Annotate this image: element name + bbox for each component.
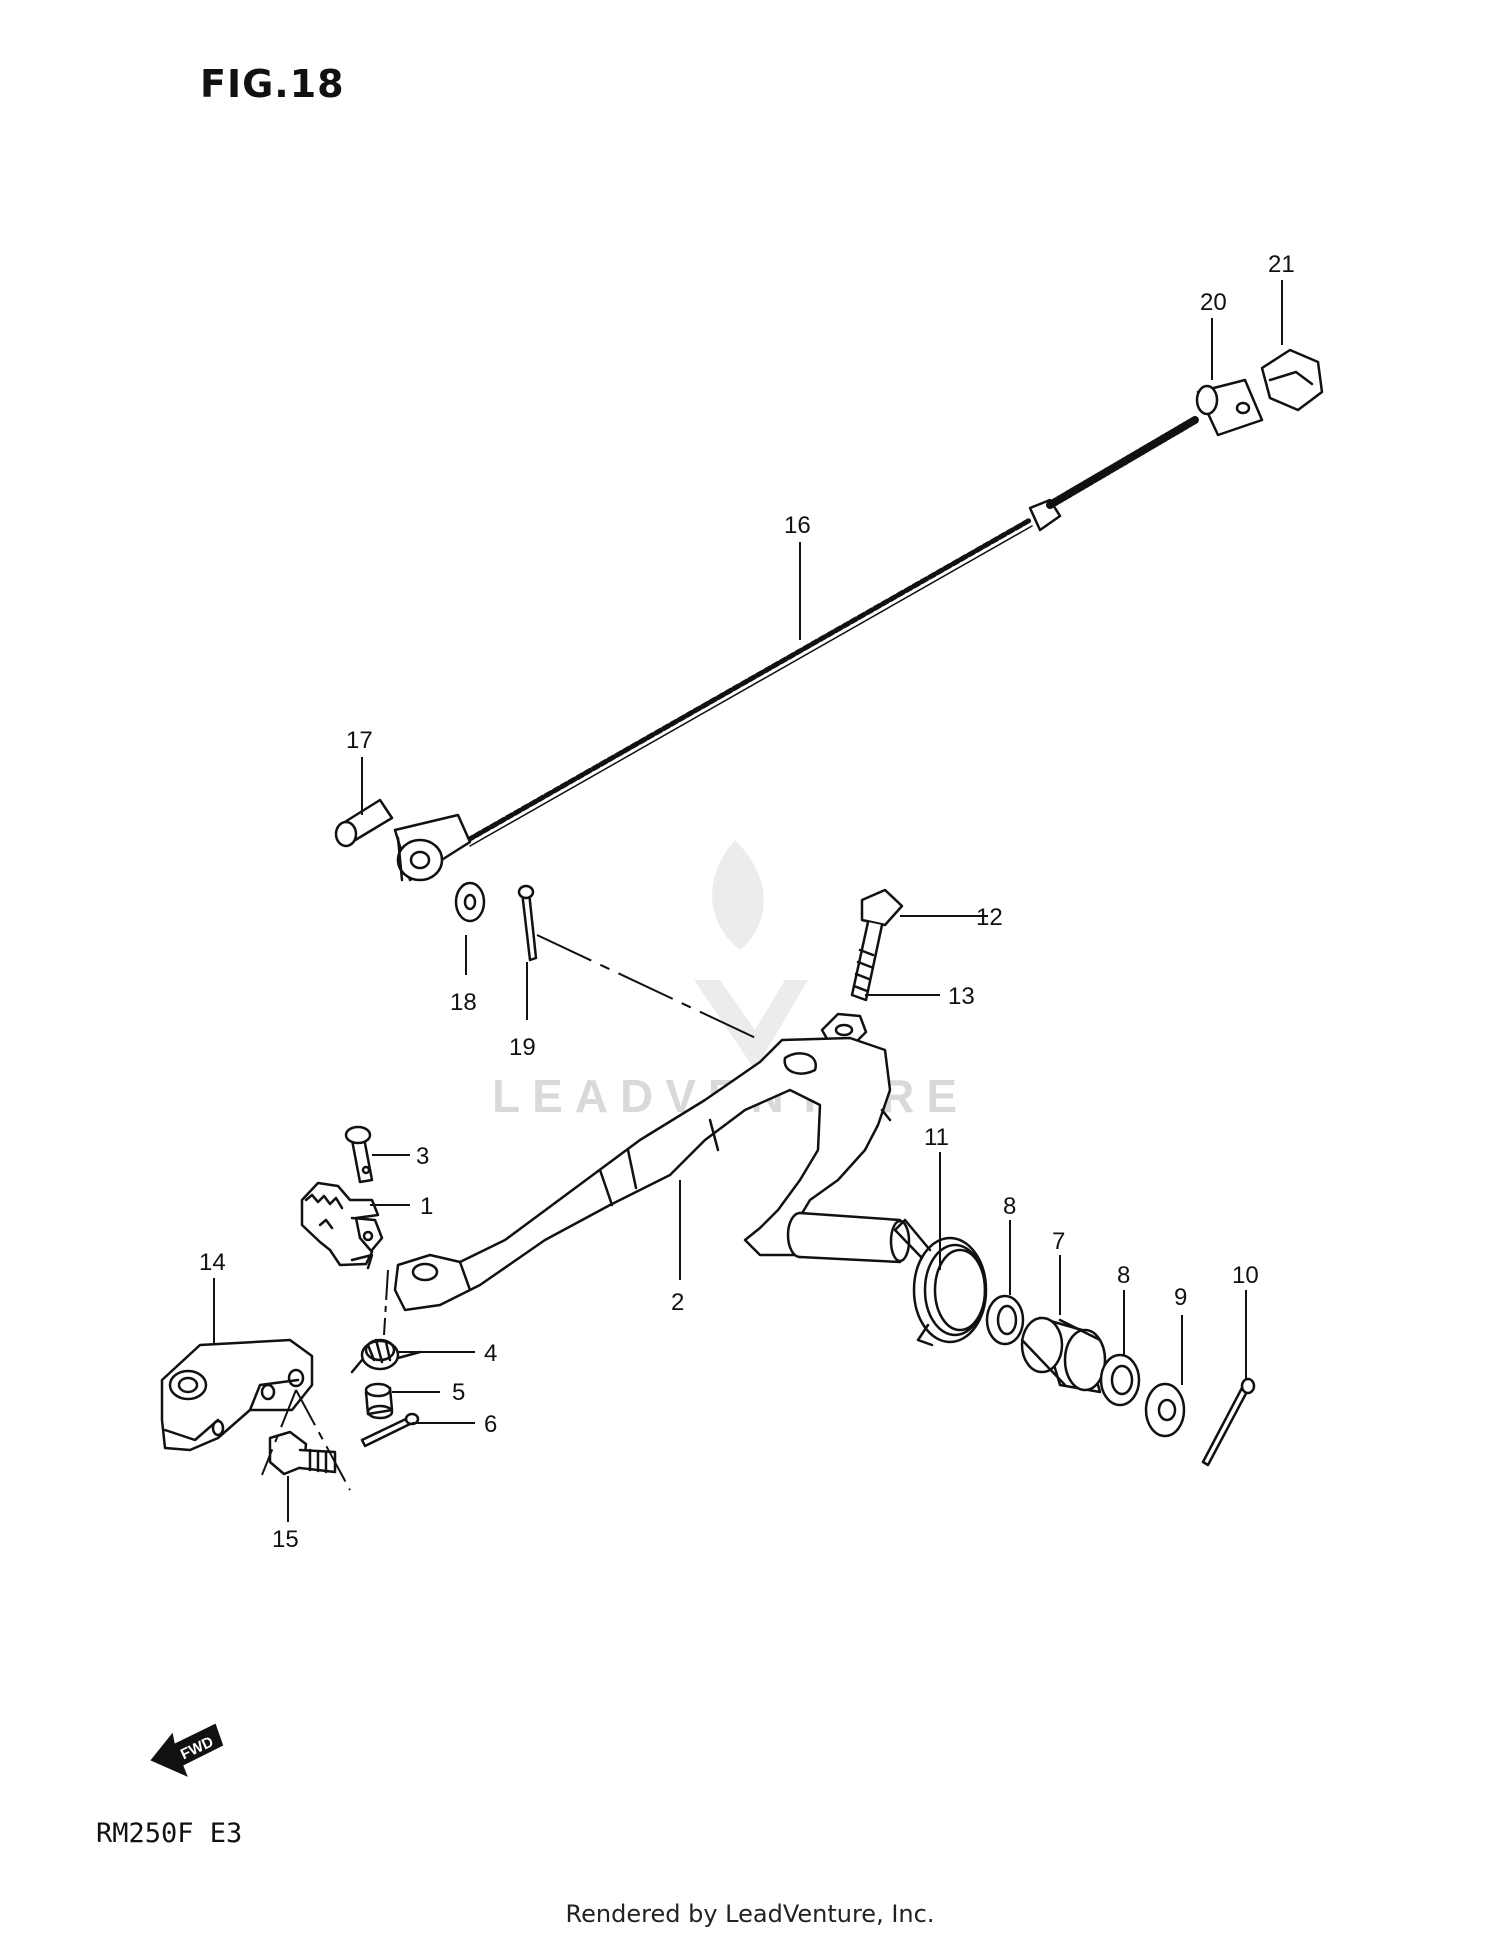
- part-5-collar[interactable]: [364, 1382, 394, 1420]
- part-20-joint[interactable]: [1195, 378, 1264, 437]
- fwd-arrow-icon: FWD: [150, 1723, 224, 1777]
- part-16-brake-rod-cable[interactable]: [465, 416, 1199, 847]
- callout-19: 19: [509, 1034, 536, 1061]
- callout-16: 16: [784, 512, 811, 539]
- part-3-pin[interactable]: [344, 1125, 374, 1184]
- callout-12: 12: [976, 904, 1003, 931]
- leader-lines: [213, 280, 1283, 1522]
- part-7-collar[interactable]: [1020, 1316, 1107, 1394]
- part-21-adjuster-nut[interactable]: [1260, 348, 1324, 412]
- part-8-washer-b[interactable]: [1099, 1353, 1141, 1407]
- part-10-cotter-pin[interactable]: [1201, 1377, 1256, 1467]
- callout-4: 4: [484, 1340, 497, 1367]
- part-15-bolt[interactable]: [268, 1430, 337, 1476]
- leadventure-watermark: LEADVENTURE: [492, 840, 957, 1122]
- part-11-return-spring[interactable]: [893, 1218, 988, 1347]
- callout-8a: 8: [1003, 1193, 1016, 1220]
- cable-clevis: [393, 813, 472, 882]
- callout-18: 18: [450, 989, 477, 1016]
- callout-20: 20: [1200, 289, 1227, 316]
- part-19-cotter-pin[interactable]: [517, 884, 538, 962]
- footer-credit: Rendered by LeadVenture, Inc.: [565, 1900, 935, 1928]
- part-8-washer-a[interactable]: [985, 1294, 1025, 1346]
- callout-labels: 1 2 3 4 5 6 7 8 8 9 10 11 12 13 14 15 16…: [199, 251, 1295, 1553]
- part-2-brake-pedal[interactable]: [393, 1036, 911, 1312]
- callout-11: 11: [924, 1124, 949, 1151]
- part-1-brake-step[interactable]: [300, 1181, 384, 1270]
- callout-2: 2: [671, 1289, 684, 1316]
- callout-1: 1: [420, 1193, 433, 1220]
- callout-3: 3: [416, 1143, 429, 1170]
- callout-6: 6: [484, 1411, 497, 1438]
- part-12-bolt[interactable]: [850, 888, 904, 1002]
- callout-15: 15: [272, 1526, 299, 1553]
- part-17-clevis-pin[interactable]: [334, 798, 394, 848]
- part-18-washer[interactable]: [454, 881, 486, 923]
- model-code: RM250F E3: [96, 1818, 243, 1849]
- callout-7: 7: [1052, 1228, 1065, 1255]
- callout-14: 14: [199, 1249, 226, 1276]
- part-14-pedal-bracket[interactable]: [160, 1338, 314, 1452]
- callout-13: 13: [948, 983, 975, 1010]
- part-9-washer[interactable]: [1144, 1382, 1186, 1438]
- callout-17: 17: [346, 727, 373, 754]
- callout-10: 10: [1232, 1262, 1259, 1289]
- callout-21: 21: [1268, 251, 1295, 278]
- callout-9: 9: [1174, 1284, 1187, 1311]
- callout-8b: 8: [1117, 1262, 1130, 1289]
- figure-title: FIG.18: [200, 62, 345, 106]
- callout-5: 5: [452, 1379, 465, 1406]
- part-6-cotter-pin[interactable]: [360, 1412, 420, 1448]
- part-4-spring[interactable]: [350, 1338, 422, 1374]
